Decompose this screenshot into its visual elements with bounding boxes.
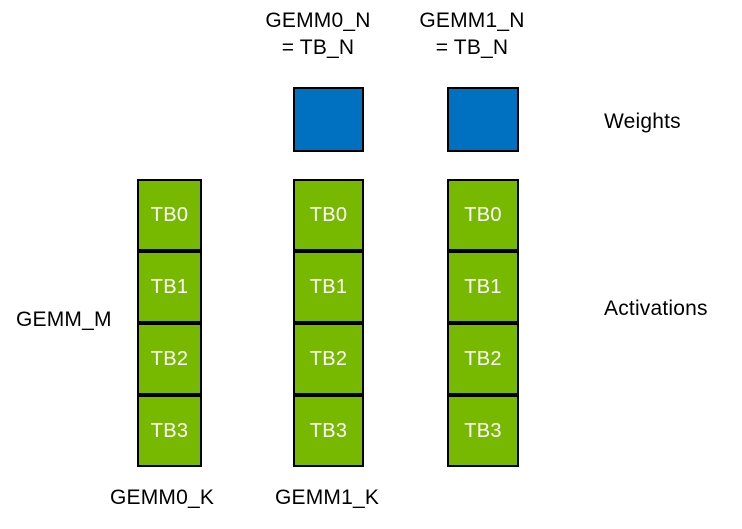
weights-label: Weights: [604, 110, 681, 133]
gemm0-n-line2: = TB_N: [281, 36, 355, 59]
gemm1-n-header: GEMM1_N = TB_N: [392, 7, 552, 61]
tb-cell: TB3: [447, 395, 519, 467]
tb-cell: TB2: [137, 323, 202, 395]
tb-cell: TB0: [447, 179, 519, 251]
gemm0-k-label: GEMM0_K: [109, 486, 215, 509]
tb-cell: TB0: [293, 179, 364, 251]
gemm0-n-line1: GEMM0_N: [265, 9, 371, 32]
activations-column-gemm1: TB0 TB1 TB2 TB3: [293, 179, 364, 467]
gemm1-n-line2: = TB_N: [435, 36, 509, 59]
weights-tile-gemm1: [447, 87, 519, 152]
tb-cell: TB1: [137, 251, 202, 323]
gemm1-k-label: GEMM1_K: [274, 486, 380, 509]
tb-cell: TB2: [447, 323, 519, 395]
tb-cell: TB3: [137, 395, 202, 467]
gemm0-n-header: GEMM0_N = TB_N: [238, 7, 398, 61]
tb-cell: TB3: [293, 395, 364, 467]
activations-label: Activations: [604, 297, 708, 320]
gemm1-n-line1: GEMM1_N: [419, 9, 525, 32]
tb-cell: TB1: [293, 251, 364, 323]
tb-cell: TB1: [447, 251, 519, 323]
activations-column-gemm0: TB0 TB1 TB2 TB3: [137, 179, 202, 467]
tb-cell: TB2: [293, 323, 364, 395]
gemm-m-label: GEMM_M: [16, 308, 112, 331]
weights-tile-gemm0: [293, 87, 364, 152]
tb-cell: TB0: [137, 179, 202, 251]
activations-column-right: TB0 TB1 TB2 TB3: [447, 179, 519, 467]
